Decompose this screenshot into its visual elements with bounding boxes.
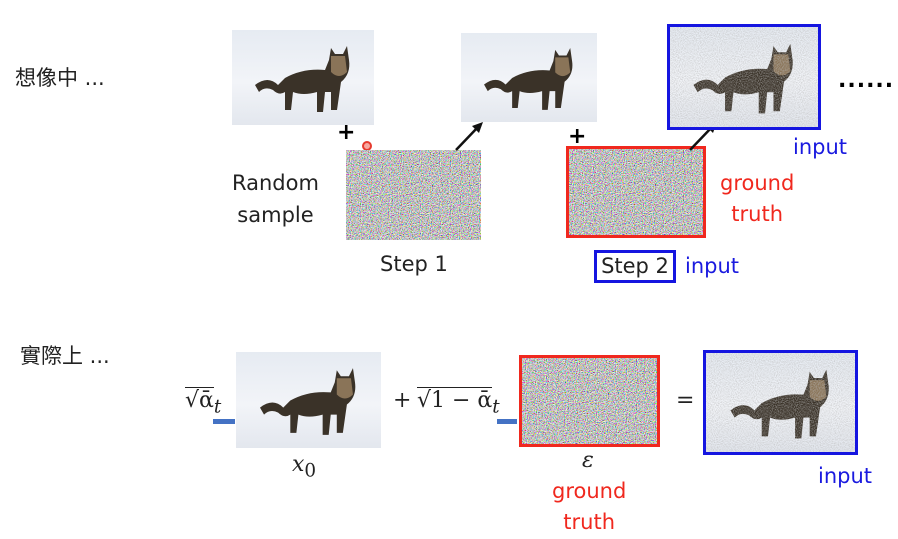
x0-label: x0: [292, 452, 316, 481]
underline-mark: [213, 419, 235, 424]
random-text: Random: [232, 171, 319, 195]
clean-cat-image: [232, 30, 374, 125]
x0-cat-image: [236, 352, 381, 448]
random-noise-image: [346, 150, 481, 240]
input-label: input: [793, 135, 848, 159]
ground-truth-label-2: ground truth: [552, 476, 626, 538]
x0-text: x: [292, 452, 305, 477]
imagine-label: 想像中 ...: [15, 66, 105, 90]
step1-label: Step 1: [380, 252, 448, 276]
step2-label: Step 2: [594, 250, 676, 283]
step2-input-label: input: [685, 254, 740, 278]
truth-text: truth: [731, 202, 784, 226]
coef-sqrt-one-minus-alpha-bar: √1 − ᾱt: [417, 387, 500, 418]
ground-truth-label: ground truth: [720, 168, 794, 230]
epsilon-label: ε: [582, 448, 594, 473]
input-label-2: input: [818, 464, 873, 488]
coef-sqrt-alpha-bar: √ᾱt: [185, 387, 222, 418]
plus-sign-2: +: [568, 124, 587, 149]
sample-text: sample: [237, 203, 314, 227]
ellipsis: ......: [838, 68, 895, 93]
epsilon-noise-image: [519, 355, 660, 447]
random-sample-label: Random sample: [232, 167, 319, 231]
truth-text-2: truth: [563, 510, 616, 534]
noisy-cat-result-image: [703, 350, 858, 455]
denoised-cat-image: [461, 33, 597, 122]
ground-truth-noise-image: [566, 146, 706, 238]
ground-text-2: ground: [552, 479, 627, 503]
coef1-text: √ᾱ: [185, 387, 214, 413]
coef1-sub: t: [213, 396, 222, 418]
underline-mark-2: [497, 419, 517, 424]
plus-sign: +: [337, 120, 356, 145]
plus-sign-3: +: [393, 388, 412, 413]
x0-sub: 0: [304, 460, 317, 482]
coef2-sub: t: [492, 396, 500, 418]
noisy-cat-input-image: [667, 24, 821, 130]
ground-text: ground: [720, 171, 795, 195]
arrow-icon: [455, 122, 483, 151]
coef2-text: √1 − ᾱ: [417, 387, 493, 413]
actual-label: 實際上 ...: [20, 344, 110, 368]
equals-sign: =: [676, 388, 695, 413]
